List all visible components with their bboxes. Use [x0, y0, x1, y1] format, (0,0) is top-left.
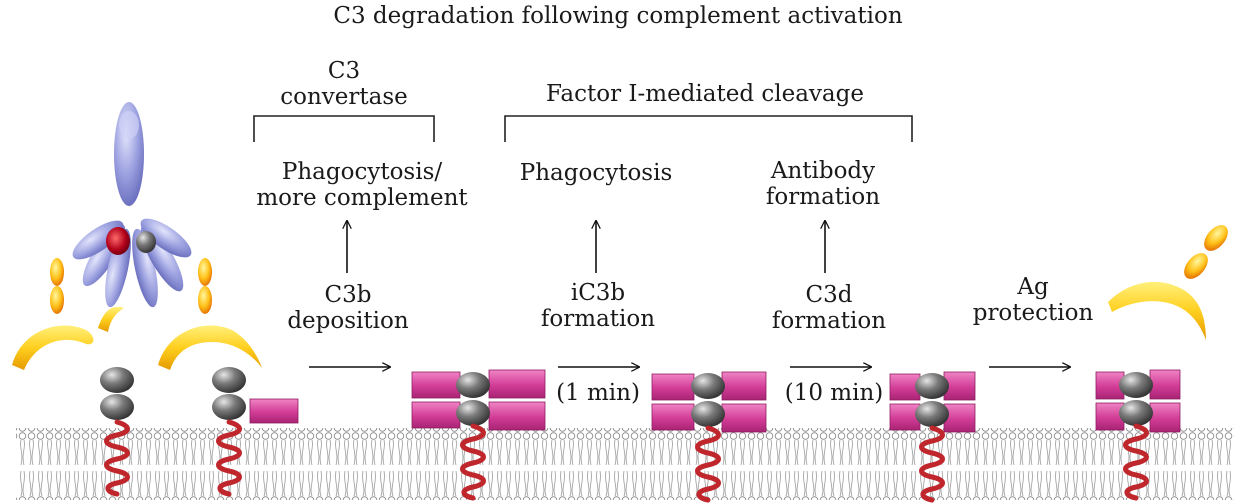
ic3b-formation-label: iC3b formation — [540, 280, 656, 332]
cell-membrane — [16, 428, 1234, 500]
phagocytosis-label: Phagocytosis — [519, 160, 673, 186]
c1q-complex-icon — [12, 102, 262, 370]
c3d-formation-label: C3d formation — [771, 282, 887, 334]
c3d-receptor-complex-icon — [889, 371, 976, 500]
ag-protection-label: Ag protection — [972, 274, 1094, 326]
ic3b-receptor-complex-icon — [651, 371, 767, 500]
c3-convertase-label: C3 convertase — [280, 58, 408, 110]
time-10-min-label: (10 min) — [784, 380, 884, 406]
c3b-fragment-icon — [249, 398, 299, 424]
phagocytosis-more-complement-label: Phagocytosis/ more complement — [256, 159, 468, 211]
diagram-title: C3 degradation following complement acti… — [333, 3, 903, 29]
c3b-deposition-label: C3b deposition — [287, 282, 409, 334]
free-antibody-icon — [1108, 225, 1228, 340]
c3b-receptor-complex-icon — [411, 369, 546, 498]
protected-receptor-complex-icon — [1095, 369, 1181, 498]
factor-i-bracket — [504, 115, 913, 142]
c3-convertase-bracket — [253, 115, 435, 142]
time-1-min-label: (1 min) — [556, 380, 640, 406]
antibody-formation-label: Antibody formation — [765, 158, 881, 210]
factor-i-label: Factor I-mediated cleavage — [546, 81, 864, 107]
